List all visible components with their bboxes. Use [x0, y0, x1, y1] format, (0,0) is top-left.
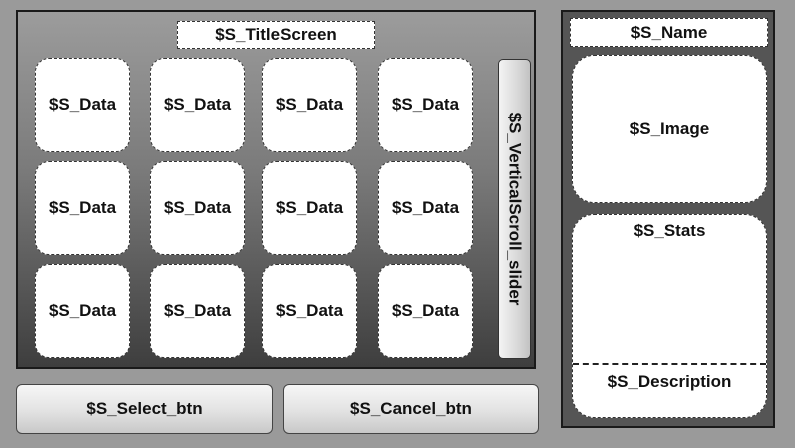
stats-divider: [573, 363, 766, 365]
stats-box: $S_Stats $S_Description: [572, 214, 767, 418]
title-screen-label: $S_TitleScreen: [177, 21, 375, 49]
data-cell[interactable]: $S_Data: [378, 58, 473, 152]
data-cell[interactable]: $S_Data: [378, 264, 473, 358]
data-cell[interactable]: $S_Data: [378, 161, 473, 255]
vertical-scroll-label: $S_VerticalScroll_slider: [505, 112, 525, 306]
stats-label: $S_Stats: [633, 221, 706, 240]
cancel-button[interactable]: $S_Cancel_btn: [283, 384, 539, 434]
image-area: $S_Image: [572, 55, 767, 203]
vertical-scroll-slider[interactable]: $S_VerticalScroll_slider: [498, 59, 531, 359]
description-label: $S_Description: [607, 372, 732, 391]
data-cell[interactable]: $S_Data: [35, 58, 130, 152]
main-panel: $S_TitleScreen $S_Data $S_Data $S_Data $…: [16, 10, 536, 369]
data-cell[interactable]: $S_Data: [150, 264, 245, 358]
data-cell[interactable]: $S_Data: [262, 264, 357, 358]
data-cell[interactable]: $S_Data: [35, 264, 130, 358]
data-cell[interactable]: $S_Data: [35, 161, 130, 255]
name-field: $S_Name: [570, 18, 768, 47]
info-panel: $S_Name $S_Image $S_Stats $S_Description: [561, 10, 775, 428]
data-grid: $S_Data $S_Data $S_Data $S_Data $S_Data …: [35, 58, 475, 358]
data-cell[interactable]: $S_Data: [150, 58, 245, 152]
data-cell[interactable]: $S_Data: [150, 161, 245, 255]
data-cell[interactable]: $S_Data: [262, 58, 357, 152]
data-cell[interactable]: $S_Data: [262, 161, 357, 255]
select-button[interactable]: $S_Select_btn: [16, 384, 273, 434]
